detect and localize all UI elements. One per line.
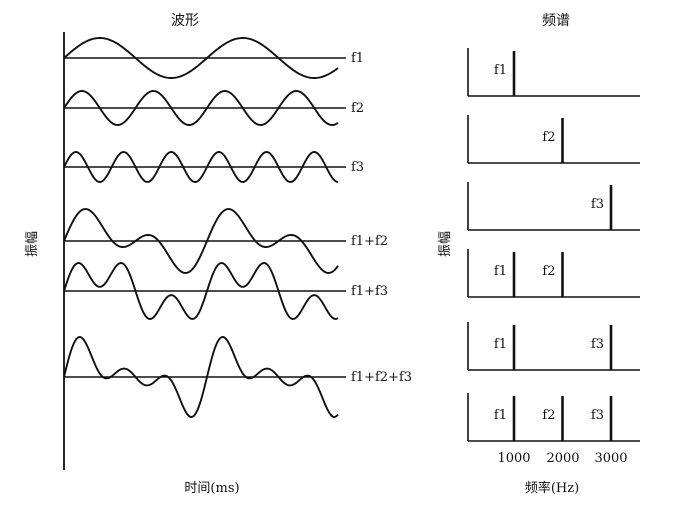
spectrum-label-f1-f1: f1 — [494, 63, 507, 78]
waveform-curve-f3 — [63, 151, 339, 183]
spectrum-group: f1 f2 f3 f1 f2 f1 f3 f1 f2 f3 — [467, 48, 640, 442]
waveform-label-f1-plus-f2-plus-f3: f1+f2+f3 — [351, 370, 412, 385]
spectrum-x-tick-3000: 3000 — [594, 451, 627, 466]
waveform-group: f1 f2 f3 f1+f2 f1+f3 f1+f2+f3 — [63, 37, 412, 418]
waveform-title: 波形 — [171, 13, 199, 29]
spectrum-label-f1-plus-f2-f2: f2 — [542, 264, 555, 279]
spectrum-label-f1-plus-f2-plus-f3-f1: f1 — [494, 408, 507, 423]
spectrum-title: 频谱 — [542, 13, 570, 29]
spectrum-label-f1-plus-f2-plus-f3-f2: f2 — [542, 408, 555, 423]
waveform-label-f1: f1 — [351, 51, 364, 66]
waveform-label-f1-plus-f2: f1+f2 — [351, 234, 388, 249]
waveform-label-f1-plus-f3: f1+f3 — [351, 284, 388, 299]
spectrum-label-f3-f3: f3 — [591, 197, 604, 212]
waveform-curve-f2 — [63, 90, 339, 126]
spectrum-y-label: 振幅 — [438, 231, 453, 257]
spectrum-label-f1-plus-f2-f1: f1 — [494, 264, 507, 279]
waveform-curve-f1-plus-f2 — [63, 208, 339, 274]
waveform-y-label: 振幅 — [25, 231, 40, 257]
spectrum-x-label: 频率(Hz) — [525, 480, 579, 496]
spectrum-label-f2-f2: f2 — [542, 130, 555, 145]
spectrum-label-f1-plus-f3-f3: f3 — [591, 337, 604, 352]
spectrum-x-tick-1000: 1000 — [497, 451, 530, 466]
spectrum-x-tick-2000: 2000 — [546, 451, 579, 466]
waveform-label-f3: f3 — [351, 160, 364, 175]
waveform-x-label: 时间(ms) — [184, 481, 239, 496]
waveform-curve-f1-plus-f3 — [63, 262, 339, 320]
waveform-label-f2: f2 — [351, 101, 364, 116]
waveform-curve-f1 — [63, 37, 339, 79]
spectrum-label-f1-plus-f3-f1: f1 — [494, 337, 507, 352]
waveform-curve-f1-plus-f2-plus-f3 — [63, 336, 339, 418]
spectrum-label-f1-plus-f2-plus-f3-f3: f3 — [591, 408, 604, 423]
